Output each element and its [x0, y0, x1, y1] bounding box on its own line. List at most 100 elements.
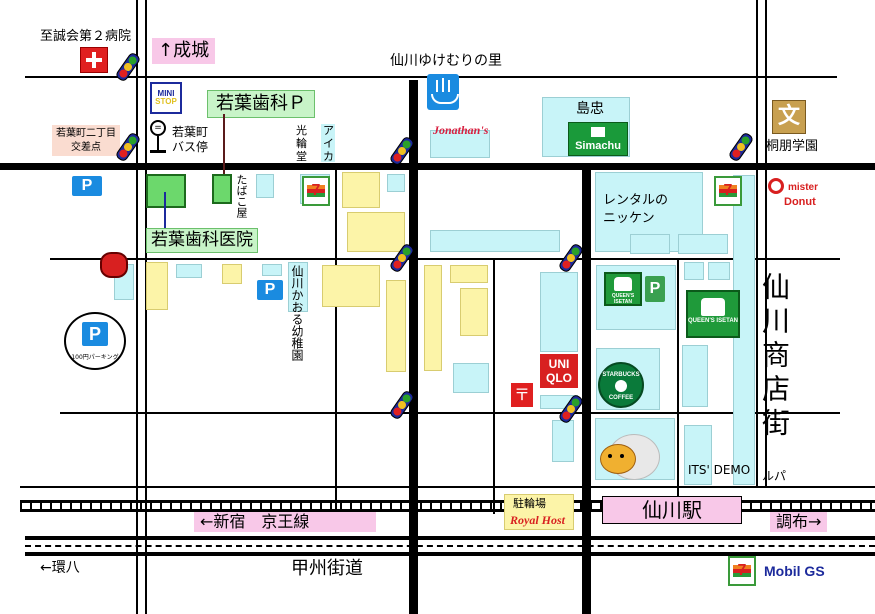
uniqlo-logo: UNI QLO: [540, 354, 578, 388]
ministop-text-1: MINI: [157, 89, 175, 98]
wakaba-parking-label: 若葉歯科Ｐ: [207, 90, 315, 118]
road-col-6: [677, 258, 679, 514]
seven-eleven-logo: 7: [714, 176, 742, 206]
onsen-icon: [427, 74, 459, 110]
shotengai-label: 仙川商店街: [758, 272, 791, 442]
block: [342, 172, 380, 208]
road-koshu-centerline: [25, 545, 875, 547]
starbucks-text: STARBUCKS: [602, 372, 640, 378]
ministop-logo: MINI STOP: [150, 82, 182, 114]
road-koshu-bottom: [25, 552, 875, 556]
rupa-label: ルパ: [762, 469, 787, 483]
block: [708, 262, 730, 280]
block: [540, 272, 578, 352]
shimachu-logo-text: Simachu: [575, 140, 621, 152]
road-col-4: [493, 258, 495, 514]
wakaba-clinic-label: 若葉歯科医院: [146, 228, 258, 253]
mister-donut-text-2: Donut: [784, 196, 816, 208]
block: [430, 130, 490, 158]
bus-stop-label: 若葉町 バス停: [172, 125, 209, 154]
block: [684, 425, 712, 485]
aika-label: ア イ カ: [323, 124, 334, 164]
ministop-text-2: STOP: [155, 97, 177, 106]
shinjuku-label: ←新宿 京王線: [194, 512, 376, 532]
road-koshu-top: [25, 536, 875, 540]
starbucks-logo: STARBUCKS COFFEE: [598, 362, 644, 408]
koshu-label: 甲州街道: [291, 558, 363, 579]
station-label: 仙川駅: [602, 496, 742, 524]
rental-label: レンタルの ニッケン: [603, 193, 669, 227]
block: [256, 174, 274, 198]
mobil-label: Mobil GS: [764, 563, 825, 579]
its-demo-label: ITS' DEMO: [688, 463, 751, 477]
bus-stop-base: [150, 150, 166, 153]
kiriho-label: 桐朋学園: [766, 139, 819, 154]
wakaba-clinic-building: [146, 174, 186, 208]
parking-100-label: 100円パーキング: [71, 354, 119, 361]
shimachu-logo: Simachu: [568, 122, 628, 156]
road-mid-1: [50, 258, 840, 260]
block: [288, 262, 308, 312]
block: [262, 264, 282, 276]
aika-shop: [321, 124, 335, 162]
bus-stop-icon: =: [150, 120, 166, 136]
hospital-cross-icon: [80, 47, 108, 73]
block: [424, 265, 442, 371]
block: [453, 363, 489, 393]
road-far-east-b: [765, 0, 767, 486]
block: [146, 262, 168, 310]
road-mid-2: [60, 412, 840, 414]
wakaba-parking-lot: [212, 174, 232, 204]
block: [322, 265, 380, 307]
churinjo-building: [504, 494, 574, 530]
parking-icon: P: [645, 276, 665, 302]
school-icon: 文: [772, 100, 806, 134]
block: [430, 230, 560, 252]
seven-eleven-number: 7: [311, 182, 321, 199]
hospital-label: 至誠会第２病院: [40, 29, 132, 44]
road-west-a: [136, 0, 138, 614]
queens-text: QUEEN'S ISETAN: [688, 318, 738, 324]
intersection-label: 若葉町二丁目 交差点: [52, 125, 120, 156]
bus-stop-mark: =: [154, 123, 162, 133]
kindergarten-label: 仙川かおる幼稚園: [290, 265, 304, 361]
road-col-2: [335, 166, 337, 514]
post-office-icon: 〒: [511, 383, 533, 407]
parking-icon: P: [72, 176, 102, 196]
tabako-label: たばこ屋: [235, 174, 248, 218]
onsen-label: 仙川ゆけむりの里: [390, 53, 502, 69]
block: [222, 264, 242, 284]
queens-text: QUEEN'S ISETAN: [611, 293, 635, 305]
block: [630, 234, 670, 254]
block: [176, 264, 202, 278]
railway-keio: [20, 500, 875, 512]
uniqlo-text-1: UNI: [548, 357, 570, 371]
wakaba-clinic-pointer: [164, 192, 166, 228]
block: [450, 265, 488, 283]
seven-eleven-logo: 7: [302, 176, 330, 206]
road-center: [409, 80, 418, 614]
block: [460, 288, 488, 336]
uniqlo-text-2: QLO: [546, 371, 572, 386]
block: [386, 280, 406, 372]
parking-icon: P: [257, 280, 283, 300]
seven-eleven-number: 7: [723, 182, 733, 199]
school-icon-glyph: 文: [777, 104, 800, 129]
koura-label: 光 輪 堂: [296, 124, 307, 164]
block: [552, 420, 574, 462]
lantern-icon: [100, 252, 128, 278]
bus-stop-pole: [157, 136, 159, 150]
block: [682, 345, 708, 407]
block: [347, 212, 405, 252]
mascot-icon: [598, 430, 660, 480]
churinjo-label: 駐輪場: [513, 497, 546, 510]
mister-donut-logo: mister Donut: [768, 176, 826, 218]
kanpachi-label: ←環八: [40, 560, 80, 576]
parking-100-p: P: [82, 322, 108, 346]
block: [684, 262, 704, 280]
wakaba-parking-pointer: [223, 114, 225, 176]
post-office-mark: 〒: [513, 385, 530, 404]
road-south-1: [20, 486, 875, 488]
royal-host-logo: Royal Host: [510, 513, 566, 527]
